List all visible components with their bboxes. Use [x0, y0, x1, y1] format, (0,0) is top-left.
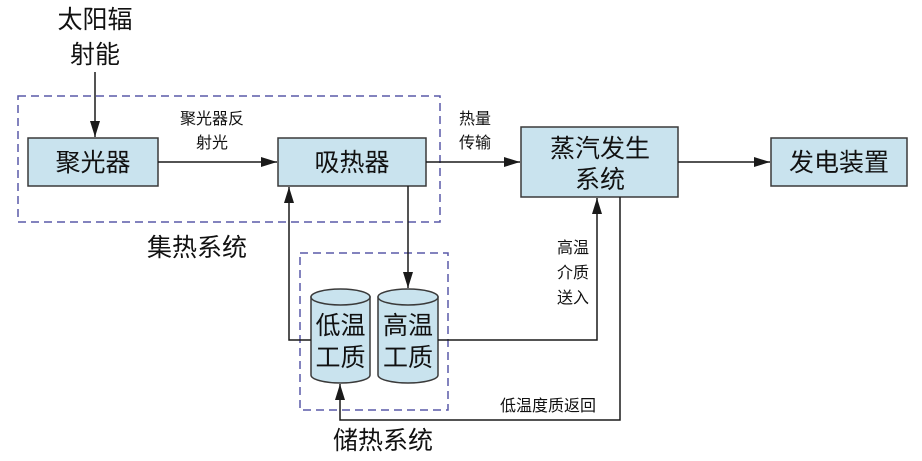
high-temp-tank-label-line1: 高温 [383, 311, 433, 340]
hot-medium-in-label-line2: 介质 [557, 263, 589, 282]
high-temp-tank-body [377, 296, 439, 384]
arrow-low-temp-tank-to-receiver [284, 187, 311, 341]
steam-generator-label-line1: 蒸汽发生 [550, 134, 650, 163]
low-temp-tank-label-line1: 低温 [315, 311, 365, 340]
storage-system-frame [299, 252, 449, 411]
arrow-steam-generator-return-to-low-temp-tank [335, 197, 621, 421]
low-temp-tank-label-line2: 工质 [315, 343, 365, 372]
reflected-light-label-line1: 聚光器反 [180, 109, 244, 128]
high-temp-tank-label-line2: 工质 [383, 343, 433, 372]
collector-system-frame [17, 95, 441, 223]
hot-medium-in-label-line1: 高温 [557, 238, 589, 257]
power-unit-label: 发电装置 [789, 148, 889, 177]
receiver-label: 吸热器 [314, 148, 389, 177]
high-temp-tank-top [377, 288, 439, 306]
steam-generator-label-line2: 系统 [575, 165, 625, 194]
low-temp-tank-body [310, 296, 371, 384]
concentrator-box [27, 137, 159, 187]
cold-return-label: 低温度质返回 [500, 396, 596, 415]
hot-medium-in-label-line3: 送入 [557, 288, 589, 307]
solar-input-label-line2: 射能 [70, 40, 120, 69]
arrow-high-temp-tank-to-steam-generator [438, 198, 602, 341]
high-temp-tank: 高温 工质 [377, 288, 439, 384]
steam-generator-box [520, 126, 679, 198]
collector-system-label: 集热系统 [147, 233, 247, 262]
storage-system-label: 储热系统 [333, 426, 433, 455]
power-unit-box [770, 137, 908, 187]
low-temp-tank-top [310, 288, 371, 306]
reflected-light-label-line2: 射光 [196, 133, 228, 152]
concentrator-label: 聚光器 [55, 148, 130, 177]
low-temp-tank: 低温 工质 [310, 288, 371, 384]
heat-transfer-label-line2: 传输 [459, 133, 491, 152]
solar-input-label-line1: 太阳辐 [57, 5, 132, 34]
heat-transfer-label-line1: 热量 [459, 109, 491, 128]
